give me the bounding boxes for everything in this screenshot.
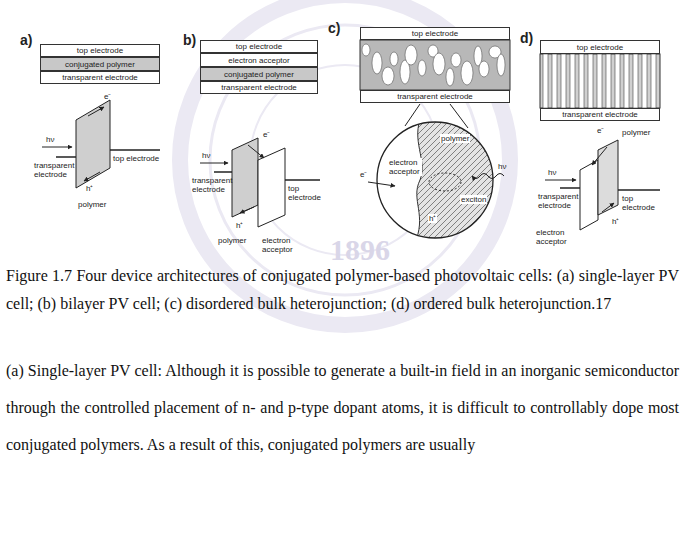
layer-box: conjugated polymer [40, 57, 160, 71]
layer-box: conjugated polymer [200, 67, 318, 81]
zoom-label: exciton [460, 195, 487, 204]
layer-box: electron acceptor [200, 53, 318, 67]
diagram-label: h⁺ [86, 184, 93, 193]
diagram-label: transparent electrode [538, 192, 594, 210]
acceptor-domain [372, 52, 382, 74]
layer-label: transparent electrode [62, 73, 138, 82]
layer-box: transparent electrode [360, 90, 510, 103]
layer-box: top electrode [40, 44, 160, 57]
diagram-label: h⁺ [236, 221, 243, 230]
acceptor-column [642, 54, 647, 108]
layer-box: transparent electrode [200, 81, 318, 94]
diagram-label: polymer [622, 128, 650, 137]
body-paragraph: (a) Single-layer PV cell: Although it is… [6, 352, 679, 463]
diagram-label: transparent electrode [34, 161, 90, 179]
layer-label: top electrode [236, 42, 282, 51]
layer-box: transparent electrode [540, 108, 660, 121]
diagram-label: transparent electrode [192, 176, 242, 194]
layer-label: conjugated polymer [224, 70, 294, 79]
layer-label: top electrode [77, 46, 123, 55]
acceptor-column [624, 54, 629, 108]
panel-letter: b) [183, 32, 196, 48]
diagram-label: electron acceptor [536, 228, 578, 246]
diagram-label: e⁻ [263, 130, 270, 139]
acceptor-column [588, 54, 593, 108]
diagram-label: hν [202, 151, 210, 160]
diagram-label: electron acceptor [262, 236, 322, 254]
layer-label: conjugated polymer [65, 60, 135, 69]
acceptor-domain [362, 44, 370, 56]
layer-box: top electrode [200, 40, 318, 53]
layer-box: top electrode [360, 27, 510, 40]
acceptor-domain [405, 45, 417, 65]
diagram-label: top electrode [113, 154, 163, 163]
acceptor-column [570, 54, 575, 108]
acceptor-column [606, 54, 611, 108]
layer-label: transparent electrode [397, 92, 473, 101]
acceptor-domain [433, 53, 445, 75]
panel-letter: a) [20, 32, 32, 48]
acceptor-column [615, 54, 620, 108]
diagram-label: hν [548, 168, 556, 177]
zoom-label: h⁺ [428, 214, 437, 223]
figure-caption: Figure 1.7 Four device architectures of … [6, 262, 679, 318]
acceptor-column [633, 54, 638, 108]
acceptor-domain [497, 54, 505, 76]
acceptor-column [597, 54, 602, 108]
diagram-label: hν [46, 135, 54, 144]
acceptor-column [543, 54, 548, 108]
acceptor-column [651, 54, 656, 108]
diagram-label: polymer [78, 200, 106, 209]
diagram-label: e⁻ [104, 92, 111, 101]
layer-box: transparent electrode [40, 71, 160, 84]
ordered-heterojunction [540, 54, 660, 108]
acceptor-column [561, 54, 566, 108]
acceptor-domain [390, 52, 398, 66]
layer-label: transparent electrode [562, 110, 638, 119]
panel-letter: c) [328, 20, 340, 36]
diagram-label: hν [498, 162, 506, 171]
layer-label: top electrode [577, 43, 623, 52]
layer-label: transparent electrode [221, 83, 297, 92]
energy-diagram-d [545, 140, 660, 230]
zoom-label: electron acceptor [388, 158, 422, 176]
blend-morphology [360, 40, 510, 245]
acceptor-domain [418, 60, 426, 76]
diagram-label: top electrode [288, 184, 322, 202]
diagram-label: e⁻ [360, 170, 367, 179]
acceptor-domain [479, 61, 489, 77]
acceptor-domain [382, 67, 394, 85]
layer-label: top electrode [412, 29, 458, 38]
diagram-label: h⁺ [612, 217, 619, 226]
zoom-label: polymer [440, 134, 470, 143]
watermark: 1896 [330, 234, 390, 266]
acceptor-column [579, 54, 584, 108]
acceptor-domain [461, 61, 473, 85]
panel-letter: d) [520, 30, 533, 46]
acceptor-column [552, 54, 557, 108]
acceptor-domain [446, 68, 454, 86]
acceptor-domain [451, 53, 461, 67]
layer-label: electron acceptor [228, 56, 289, 65]
layer-box: top electrode [540, 40, 660, 54]
diagram-label: polymer [218, 236, 246, 245]
diagram-label: e⁻ [597, 126, 604, 135]
diagram-label: top electrode [622, 194, 658, 212]
